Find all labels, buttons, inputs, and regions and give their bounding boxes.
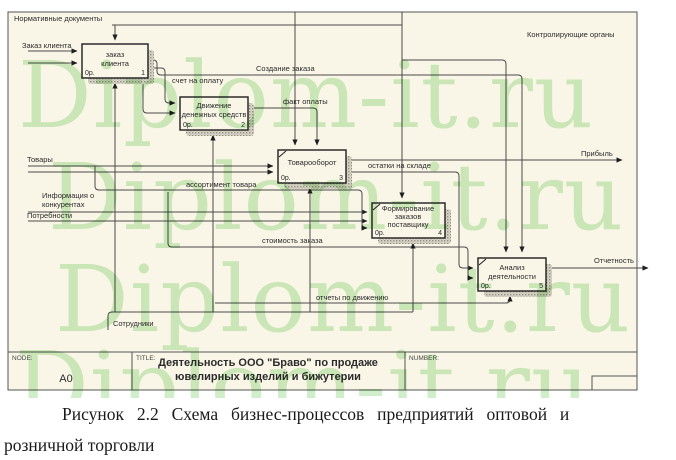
diagram-canvas: заказ клиента 0р. 1 Движение денежных ср… xyxy=(7,11,649,391)
label-order-cost: стоимость заказа xyxy=(262,236,324,245)
label-stock: остатки на складе xyxy=(368,161,431,170)
box3-number: 3 xyxy=(339,175,343,182)
box4-corner-mark xyxy=(372,203,381,211)
box3-label-line1: Товарооборот xyxy=(288,158,337,167)
box4-number: 4 xyxy=(438,230,442,237)
figure-caption: Рисунок 2.2 Схема бизнес-процессов предп… xyxy=(0,399,676,460)
label-client-order: Заказ клиента xyxy=(22,41,72,50)
number-box xyxy=(591,375,638,391)
box4-label-line1: Формирование xyxy=(382,204,434,213)
label-order-creation: Создание заказа xyxy=(256,64,315,73)
box5-label-line2: деятельности xyxy=(488,272,536,281)
label-normative: Нормативные документы xyxy=(14,14,102,23)
box4-cost: 0р. xyxy=(375,230,385,237)
label-goods: Товары xyxy=(27,155,53,164)
label-controlling: Контролирующие органы xyxy=(527,30,615,39)
label-employees: Сотрудники xyxy=(113,319,154,328)
diagram-title-line1: Деятельность ООО "Браво" по продаже xyxy=(158,357,378,369)
box2-label-line1: Движение xyxy=(197,101,232,110)
box5-number: 5 xyxy=(539,283,543,290)
box5-cost: 0р. xyxy=(481,283,491,290)
process-boxes: заказ клиента 0р. 1 Движение денежных ср… xyxy=(81,43,547,292)
label-payment-fact: факт оплаты xyxy=(283,97,328,106)
box3-cost: 0р. xyxy=(281,175,291,182)
caption-line2: розничной торговли xyxy=(4,434,155,455)
diagram-labels: Нормативные документы Заказ клиента счет… xyxy=(14,14,634,328)
label-assortment: ассортимент товара xyxy=(186,180,257,189)
number-label: NUMBER: xyxy=(409,355,439,362)
process-box-5: Анализ деятельности 0р. 5 xyxy=(477,257,547,292)
label-profit: Прибыль xyxy=(581,149,613,158)
box2-number: 2 xyxy=(241,122,245,129)
box4-label-line2: заказов xyxy=(395,212,422,221)
diagram-title-line2: ювелирных изделий и бижутерии xyxy=(175,371,361,383)
box3-corner-mark xyxy=(278,150,287,158)
box2-cost: 0р. xyxy=(183,122,193,129)
box1-number: 1 xyxy=(141,70,145,77)
node-label: NODE: xyxy=(12,355,33,362)
box1-cost: 0р. xyxy=(85,70,95,77)
box2-label-line2: денежных средств xyxy=(182,110,247,119)
process-box-2: Движение денежных средств 0р. 2 xyxy=(179,96,249,131)
label-competitors-2: конкурентах xyxy=(42,200,85,209)
process-box-3: Товарооборот 0р. 3 xyxy=(277,149,347,184)
process-box-4: Формирование заказов поставщику 0р. 4 xyxy=(371,202,446,239)
label-competitors-1: Информация о xyxy=(42,191,94,200)
label-needs: Потребности xyxy=(27,211,72,220)
label-movement-reports: отчеты по движению xyxy=(316,293,389,302)
box1-label-line1: заказ xyxy=(106,50,125,59)
caption-line1: Рисунок 2.2 Схема бизнес-процессов предп… xyxy=(62,404,570,424)
label-invoice: счет на оплату xyxy=(172,76,224,85)
box5-label-line1: Анализ xyxy=(499,263,525,272)
process-box-1: заказ клиента 0р. 1 xyxy=(81,43,149,79)
box5-corner-mark xyxy=(478,258,487,266)
title-label: TITLE: xyxy=(136,355,156,362)
box4-label-line3: поставщику xyxy=(388,220,429,229)
label-reporting: Отчетность xyxy=(594,256,634,265)
idef0-diagram: заказ клиента 0р. 1 Движение денежных ср… xyxy=(7,11,649,398)
node-value: A0 xyxy=(59,373,72,385)
title-block: NODE: A0 TITLE: Деятельность ООО "Браво"… xyxy=(8,351,638,391)
box1-label-line2: клиента xyxy=(101,59,130,68)
arrow-network xyxy=(28,12,649,330)
